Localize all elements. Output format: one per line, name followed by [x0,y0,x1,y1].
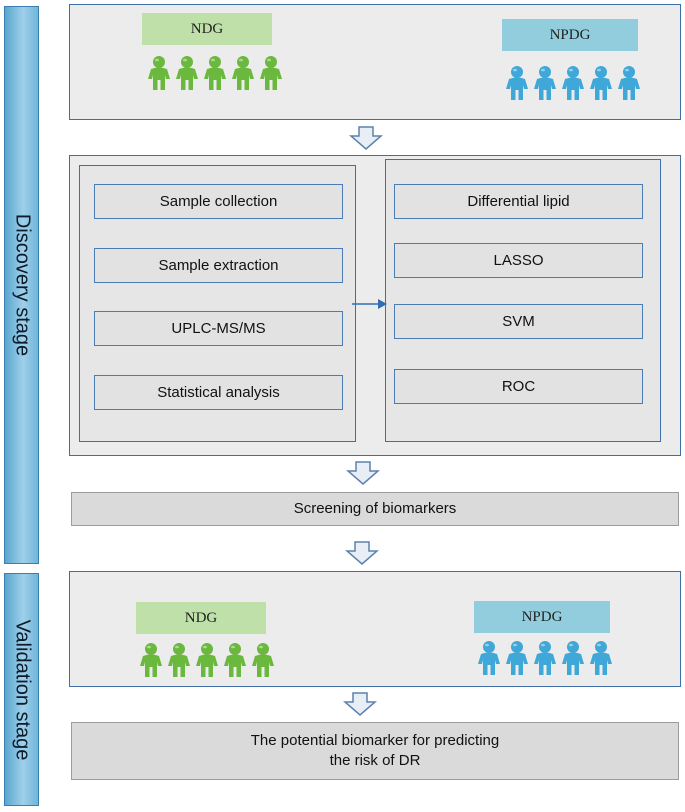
ndg-label: NDG [142,13,272,45]
person-icon [590,641,612,675]
npdg-label: NPDG [474,601,610,633]
person-icon [260,56,282,90]
validation-groups-panel: NDG NPDG [69,571,681,687]
step-roc: ROC [394,369,643,404]
final-biomarker-box: The potential biomarker for predicting t… [71,722,679,780]
down-arrow-icon [349,126,383,150]
npdg-people [504,65,642,101]
person-icon [590,66,612,100]
person-icon [168,643,190,677]
person-icon [224,643,246,677]
step-sample-extraction: Sample extraction [94,248,343,283]
step-lasso: LASSO [394,243,643,278]
person-icon [148,56,170,90]
person-icon [140,643,162,677]
person-icon [204,56,226,90]
down-arrow-icon [345,541,379,565]
screening-box: Screening of biomarkers [71,492,679,526]
step-statistical-analysis: Statistical analysis [94,375,343,410]
person-icon [506,66,528,100]
npdg-label: NPDG [502,19,638,51]
person-icon [562,66,584,100]
connector-arrow-icon [352,299,387,309]
ndg-people [138,642,276,678]
ndg-label: NDG [136,602,266,634]
validation-stage-label: Validation stage [11,619,33,760]
discovery-stage-label: Discovery stage [11,213,33,357]
person-icon [618,66,640,100]
person-icon [252,643,274,677]
person-icon [506,641,528,675]
person-icon [562,641,584,675]
validation-stage-bar: Validation stage [4,573,39,806]
ndg-people [146,55,284,91]
step-differential-lipid: Differential lipid [394,184,643,219]
down-arrow-icon [346,461,380,485]
step-uplc-ms: UPLC-MS/MS [94,311,343,346]
person-icon [196,643,218,677]
person-icon [232,56,254,90]
down-arrow-icon [343,692,377,716]
discovery-stage-bar: Discovery stage [4,6,39,564]
person-icon [534,66,556,100]
person-icon [478,641,500,675]
step-svm: SVM [394,304,643,339]
discovery-groups-panel: NDG NPDG [69,4,681,120]
npdg-people [476,640,614,676]
person-icon [534,641,556,675]
step-sample-collection: Sample collection [94,184,343,219]
person-icon [176,56,198,90]
